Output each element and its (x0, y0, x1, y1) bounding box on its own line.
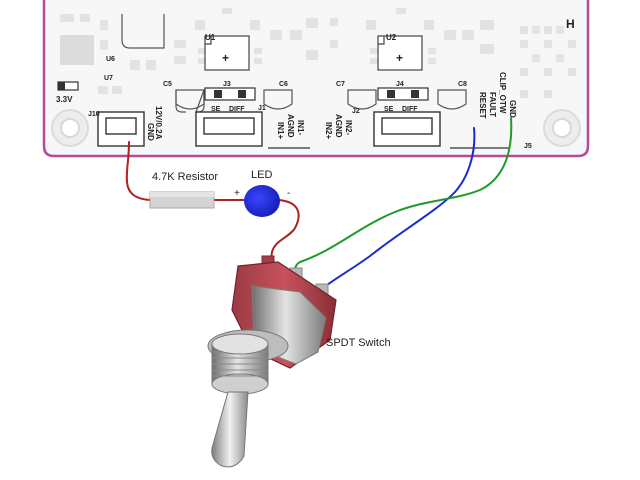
resistor (149, 191, 215, 209)
j2-pin-labels: IN2- AGND IN2+ (324, 114, 353, 139)
label-c8: C8 (458, 81, 467, 88)
svg-text:GND: GND (146, 123, 155, 141)
wire-gnd (293, 117, 513, 273)
svg-text:IN2+: IN2+ (324, 122, 333, 139)
cap-outlines (175, 89, 467, 113)
connector-j2 (373, 111, 441, 147)
svg-text:RESET: RESET (478, 92, 487, 119)
label-se-left: SE (211, 106, 221, 113)
label-j3: J3 (223, 81, 231, 88)
label-c5: C5 (163, 81, 172, 88)
label-c6: C6 (279, 81, 288, 88)
j4-jumper (377, 87, 429, 101)
svg-text:FAULT: FAULT (488, 92, 497, 117)
j5-pin-labels: RESET FAULT CLIP_OTW GND (478, 72, 517, 119)
label-u6: U6 (106, 56, 115, 63)
wire-reset (317, 127, 476, 293)
svg-text:12V/0.2A: 12V/0.2A (154, 106, 163, 140)
connector-j1 (195, 111, 263, 147)
svg-text:IN1+: IN1+ (276, 122, 285, 139)
label-u1: U1 (205, 33, 216, 42)
u1-footprint (204, 35, 250, 71)
svg-text:GND: GND (508, 100, 517, 118)
j3-jumper (204, 87, 256, 101)
spdt-switch (207, 255, 337, 468)
label-j5: J5 (524, 143, 532, 150)
label-plus-u1: + (222, 51, 229, 65)
svg-text:AGND: AGND (334, 114, 343, 138)
label-3v3: 3.3V (56, 95, 73, 104)
svg-text:CLIP_OTW: CLIP_OTW (498, 72, 507, 114)
mounting-hole-right (543, 109, 581, 147)
svg-text:AGND: AGND (286, 114, 295, 138)
label-j2: J2 (352, 108, 360, 115)
switch-label: SPDT Switch (326, 337, 391, 349)
led-plus-label: + (234, 188, 240, 199)
svg-text:IN2-: IN2- (344, 120, 353, 135)
j10-pin-labels: 12V/0.2A GND (146, 106, 163, 141)
led-minus-label: - (287, 188, 290, 199)
label-c7: C7 (336, 81, 345, 88)
label-j4: J4 (396, 81, 404, 88)
smd-pads (60, 8, 576, 98)
label-u2: U2 (386, 33, 397, 42)
led-label: LED (251, 169, 272, 181)
connector-j10 (97, 111, 145, 147)
switch-bushing (207, 329, 289, 395)
label-plus-u2: + (396, 51, 403, 65)
label-se-right: SE (384, 106, 394, 113)
j1-pin-labels: IN1- AGND IN1+ (276, 114, 305, 139)
svg-text:IN1-: IN1- (296, 120, 305, 135)
u2-footprint (377, 35, 423, 71)
switch-lever (211, 391, 249, 468)
label-diff-right: DIFF (402, 106, 418, 113)
label-h: H (566, 17, 575, 31)
mounting-hole-left (51, 109, 89, 147)
label-u7: U7 (104, 75, 113, 82)
pcb-board: U1 U2 U6 U7 J10 J1 J2 J3 J4 J5 C5 C6 C7 … (42, 0, 590, 158)
led (244, 185, 280, 217)
u6-outline (121, 14, 165, 49)
label-j1: J1 (258, 105, 266, 112)
label-j10: J10 (88, 111, 100, 118)
resistor-label: 4.7K Resistor (152, 171, 218, 183)
wire-power-to-resistor (125, 141, 151, 201)
label-diff-left: DIFF (229, 106, 245, 113)
